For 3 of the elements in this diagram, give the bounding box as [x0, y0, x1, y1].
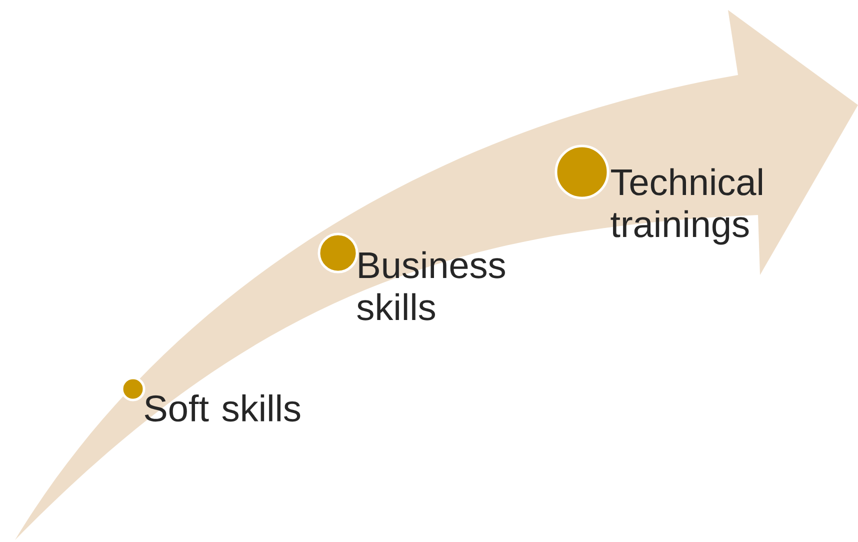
milestone-label: Business skills [357, 251, 505, 320]
milestone-label: Technical trainings [610, 168, 762, 245]
milestone-label: Soft skills [144, 394, 300, 422]
